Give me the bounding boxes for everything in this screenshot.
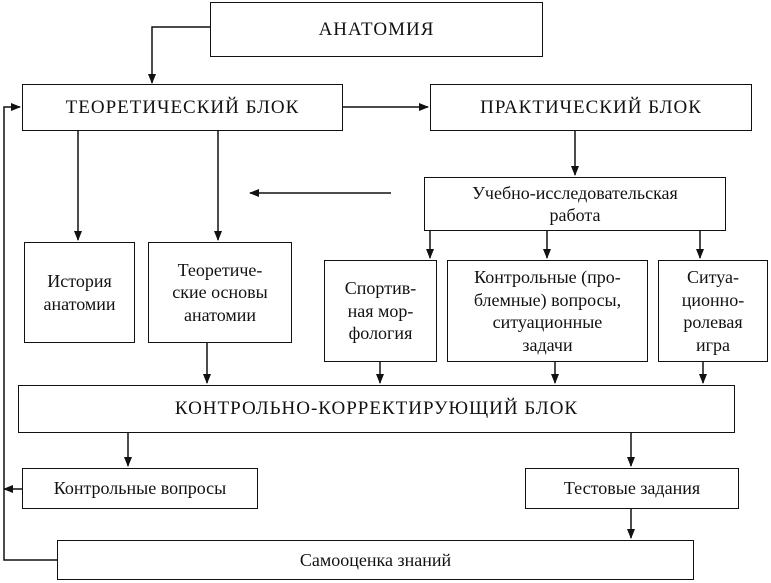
- practice-block-box: ПРАКТИЧЕСКИЙ БЛОК: [430, 84, 752, 131]
- history-box: История анатомии: [24, 242, 135, 343]
- role-play-box: Ситуа- ционно- ролевая игра: [658, 260, 768, 362]
- control-correction-block-box: КОНТРОЛЬНО-КОРРЕКТИРУЮЩИЙ БЛОК: [18, 385, 735, 433]
- arrow-self-assessment-to-theory: [3, 103, 57, 561]
- control-questions-box: Контрольные вопросы: [22, 468, 258, 509]
- sport-morphology-box: Спортив- ная мор- фология: [324, 260, 437, 362]
- arrow-anatomy-to-theory: [148, 26, 210, 84]
- anatomy-box: АНАТОМИЯ: [210, 2, 543, 57]
- test-tasks-box: Тестовые задания: [525, 468, 739, 509]
- control-problem-questions-box: Контрольные (про- блемные) вопросы, ситу…: [447, 260, 648, 362]
- self-assessment-box: Самооценка знаний: [57, 540, 694, 580]
- research-work-box: Учебно-исследовательская работа: [424, 177, 726, 231]
- theory-basics-box: Теоретиче- ские основы анатомии: [148, 242, 292, 343]
- theory-block-box: ТЕОРЕТИЧЕСКИЙ БЛОК: [22, 84, 343, 131]
